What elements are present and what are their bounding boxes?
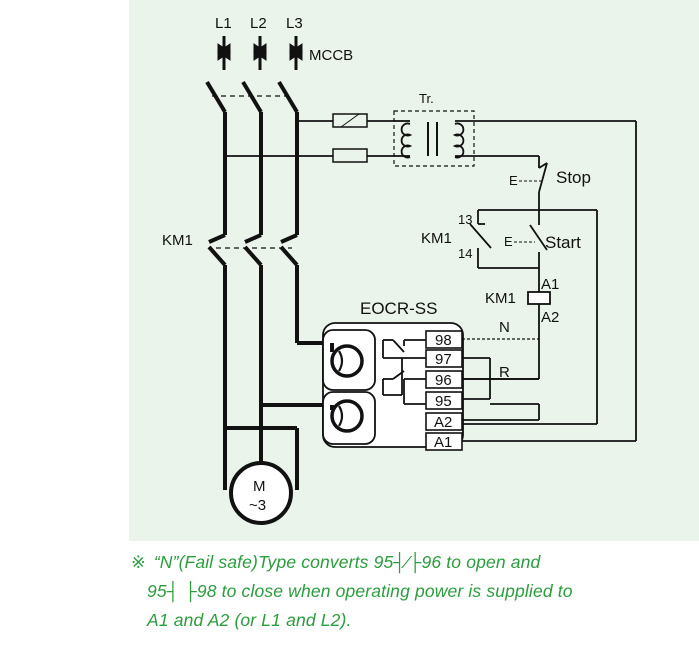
fail-safe-note: ※“N”(Fail safe)Type converts 95┤⁄├96 to … <box>131 548 686 635</box>
label-n: N <box>499 319 510 336</box>
label-a2: A2 <box>541 309 559 326</box>
note-line-2: 95┤ ├98 to close when operating power is… <box>147 581 573 601</box>
label-km1-coil: KM1 <box>485 290 516 307</box>
label-start-e: E <box>504 234 513 249</box>
label-l2: L2 <box>250 15 267 32</box>
main-switch <box>205 80 299 235</box>
label-l3: L3 <box>286 15 303 32</box>
label-km1-aux: KM1 <box>421 230 452 247</box>
label-km1: KM1 <box>162 232 193 249</box>
terminal-a1: A1 <box>434 434 452 451</box>
note-line-1: ※“N”(Fail safe)Type converts 95┤⁄├96 to … <box>131 552 541 572</box>
mccb-breaker <box>217 36 303 70</box>
label-stop-e: E <box>509 173 518 188</box>
label-transformer: Tr. <box>419 91 434 106</box>
label-l1: L1 <box>215 15 232 32</box>
terminal-wiring <box>462 338 637 442</box>
note-line-3: A1 and A2 (or L1 and L2). <box>147 610 352 630</box>
terminal-97: 97 <box>435 351 452 368</box>
label-14: 14 <box>458 246 472 261</box>
label-r: R <box>499 364 510 381</box>
transformer <box>393 110 475 167</box>
label-relay: EOCR-SS <box>360 299 437 318</box>
control-feed <box>225 113 394 163</box>
label-mccb: MCCB <box>309 47 353 64</box>
terminal-block <box>425 330 463 451</box>
terminal-a2: A2 <box>434 414 452 431</box>
terminal-96: 96 <box>435 372 452 389</box>
terminal-98: 98 <box>435 332 452 349</box>
reference-mark: ※ <box>131 552 146 572</box>
motor-phase-label: ~3 <box>249 497 266 514</box>
terminal-95: 95 <box>435 393 452 410</box>
label-13: 13 <box>458 212 472 227</box>
ct-coils <box>330 343 344 427</box>
relay-contacts <box>382 339 426 405</box>
label-stop: Stop <box>556 168 591 187</box>
label-start: Start <box>545 233 581 252</box>
motor <box>229 461 293 525</box>
label-a1: A1 <box>541 276 559 293</box>
control-wiring <box>463 120 637 427</box>
motor-m-label: M <box>253 478 266 495</box>
wiring-diagram: L1 L2 L3 MCCB Tr. <box>162 15 637 525</box>
km1-contactor <box>207 233 332 490</box>
